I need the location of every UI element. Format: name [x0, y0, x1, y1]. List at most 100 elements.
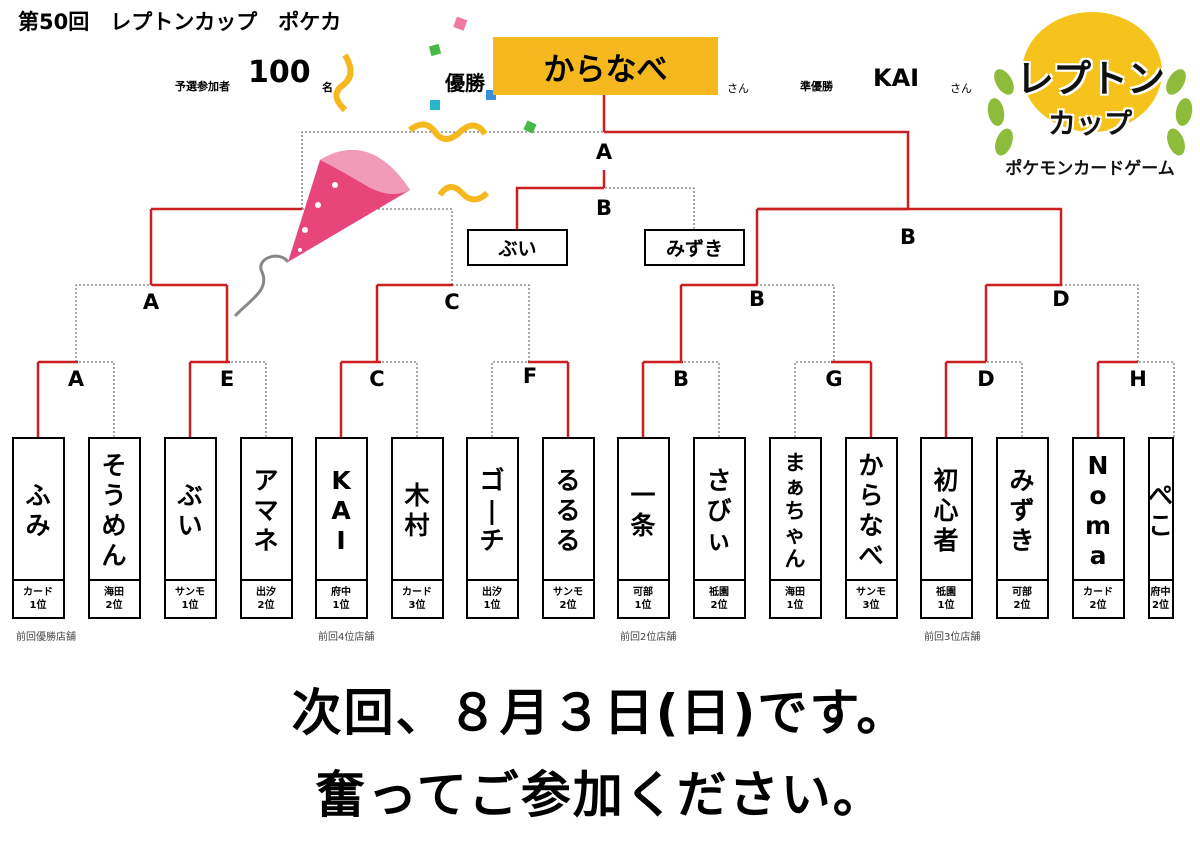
- match-label-round1: A: [67, 367, 85, 391]
- match-label-quarterfinal: D: [1052, 287, 1070, 311]
- match-label-quarterfinal: C: [444, 290, 460, 314]
- player-store: サンモ: [553, 587, 583, 598]
- player-store: 出汐: [256, 587, 276, 598]
- player-name: 初心者: [933, 466, 959, 555]
- player-store: カード: [402, 587, 432, 598]
- entrants-unit: 名: [322, 81, 333, 94]
- player-card: 木村カード 3位: [390, 437, 444, 619]
- player-store-rank: 出汐 1位: [467, 579, 517, 617]
- match-label-round1: D: [977, 367, 995, 391]
- champion-suffix: さん: [727, 82, 749, 95]
- player-card: 初心者祗園 1位: [919, 437, 973, 619]
- player-name: ぺこ: [1148, 481, 1174, 540]
- player-rank: 1位: [937, 600, 955, 611]
- player-name: るるる: [555, 466, 581, 555]
- player-name: ぶい: [177, 481, 203, 540]
- player-rank: 2位: [257, 600, 275, 611]
- bracket-line: [301, 131, 604, 209]
- player-store: 可部: [1012, 587, 1032, 598]
- player-card: まぁちゃん海田 1位: [768, 437, 822, 619]
- player-card: ゴ|チ出汐 1位: [465, 437, 519, 619]
- player-store: 海田: [104, 587, 124, 598]
- match-label-round1: E: [219, 367, 235, 391]
- player-rank: 1位: [634, 600, 652, 611]
- player-rank: 1位: [786, 600, 804, 611]
- player-card: アマネ出汐 2位: [239, 437, 293, 619]
- player-name: ゴ|チ: [479, 466, 505, 555]
- player-card: からなべサンモ 3位: [844, 437, 898, 619]
- bracket-line: [604, 130, 910, 209]
- player-store: 祗園: [709, 587, 729, 598]
- player-store: 出汐: [482, 587, 502, 598]
- player-store: 府中: [331, 587, 351, 598]
- semifinal-loser-right: みずき: [644, 229, 745, 266]
- player-rank: 3位: [862, 600, 880, 611]
- player-store: カード: [23, 587, 53, 598]
- logo-line3: ポケモンカードゲーム: [1005, 159, 1175, 179]
- page-title: 第50回 レプトンカップ ポケカ: [18, 10, 342, 34]
- player-store: サンモ: [856, 587, 886, 598]
- player-rank: 1位: [332, 600, 350, 611]
- previous-result-note: 前回4位店舗: [318, 632, 375, 643]
- player-store: 祗園: [936, 587, 956, 598]
- champion-label: 優勝: [445, 71, 485, 95]
- player-name: 一条: [630, 481, 656, 540]
- player-store: サンモ: [175, 587, 205, 598]
- player-store-rank: 府中 1位: [316, 579, 366, 617]
- announcement-line2: 奮ってご参加ください。: [315, 766, 885, 824]
- player-name: そうめん: [101, 451, 127, 570]
- player-store: カード: [1083, 587, 1113, 598]
- entrants-label: 予選参加者: [175, 80, 230, 93]
- player-store-rank: カード 3位: [392, 579, 442, 617]
- match-label-quarterfinal: B: [748, 287, 766, 311]
- previous-result-note: 前回3位店舗: [924, 632, 981, 643]
- player-name: アマネ: [253, 466, 279, 555]
- player-name: からなべ: [858, 451, 884, 570]
- match-label-round1: F: [522, 364, 538, 388]
- player-name: まぁちゃん: [784, 451, 806, 571]
- match-label-semi: B: [899, 225, 917, 249]
- match-label-round1: G: [825, 367, 843, 391]
- player-name: さびぃ: [706, 466, 732, 555]
- player-rank: 2位: [1013, 600, 1031, 611]
- match-label-round1: B: [672, 367, 690, 391]
- player-store-rank: 出汐 2位: [241, 579, 291, 617]
- player-store: 海田: [785, 587, 805, 598]
- player-store: 府中: [1150, 587, 1171, 598]
- entrants-count: 100: [248, 55, 311, 90]
- logo-line2: カップ: [1047, 107, 1132, 140]
- runnerup-name: KAI: [873, 64, 920, 92]
- player-store-rank: 祗園 1位: [921, 579, 971, 617]
- player-store-rank: サンモ 3位: [846, 579, 896, 617]
- announcement-line1: 次回、８月３日(日)です。: [291, 684, 909, 742]
- runnerup-label: 準優勝: [800, 80, 833, 93]
- previous-result-note: 前回2位店舗: [620, 632, 677, 643]
- player-name: 木村: [404, 481, 430, 540]
- player-rank: 1位: [483, 600, 501, 611]
- bracket-line: [604, 187, 695, 229]
- previous-result-note: 前回優勝店舗: [16, 632, 76, 643]
- player-store-rank: 海田 1位: [770, 579, 820, 617]
- logo-mascot-icon: [1022, 12, 1162, 132]
- semifinal-loser-left: ぶい: [467, 229, 568, 266]
- bracket-line: [515, 186, 604, 229]
- laurel-icon: [987, 69, 1193, 156]
- player-rank: 3位: [408, 600, 426, 611]
- player-name: みずき: [1009, 466, 1035, 555]
- match-label-round1: C: [369, 367, 385, 391]
